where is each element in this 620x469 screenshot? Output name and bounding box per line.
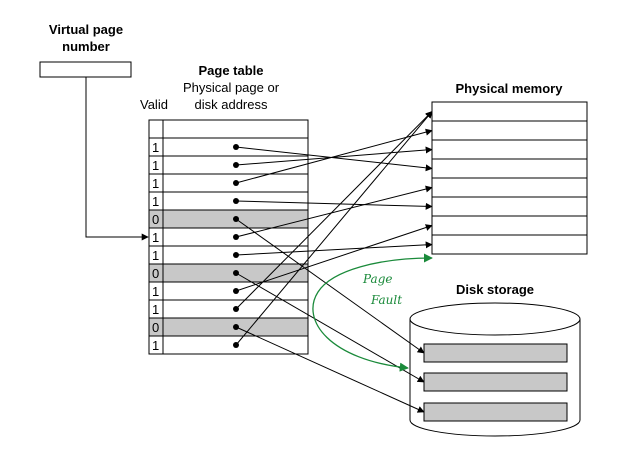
page-table-row: 0	[148, 317, 309, 337]
memory-frame	[431, 120, 588, 141]
page-table-row: 1	[148, 227, 309, 247]
disk-slot	[423, 343, 568, 363]
disk-storage-label: Disk storage	[456, 282, 534, 297]
memory-frame	[431, 196, 588, 217]
page-table-cell	[148, 281, 309, 301]
page-table-cell	[148, 263, 309, 283]
arrow-to-physical-memory	[235, 111, 433, 310]
arrow-to-physical-memory	[235, 185, 433, 238]
page-table-row: 1	[148, 191, 309, 211]
valid-bit: 0	[152, 320, 159, 335]
page-table-row: 1	[148, 173, 309, 193]
page-table-cell	[148, 299, 309, 319]
page-fault-annotation: Page Fault	[312, 253, 433, 372]
page-table-cell	[148, 191, 309, 211]
page-fault-note-line1: Page	[362, 272, 392, 286]
virtual-page-index-arrow	[85, 77, 149, 241]
mapping-arrows	[235, 110, 433, 413]
virtual-page-number-box	[39, 61, 132, 78]
memory-frame	[431, 139, 588, 160]
arrow-to-physical-memory	[235, 200, 433, 210]
memory-frame	[431, 215, 588, 236]
memory-frame	[431, 101, 588, 122]
page-table-title: Page table	[198, 63, 263, 78]
disk-storage	[409, 302, 581, 437]
virtual-page-label-line2: number	[62, 39, 110, 54]
arrow-to-physical-memory	[235, 128, 433, 184]
arrow-to-physical-memory	[235, 241, 433, 256]
page-fault-arrow	[312, 253, 433, 372]
valid-bit: 1	[152, 158, 159, 173]
arrow-to-disk	[235, 272, 425, 383]
valid-bit: 1	[152, 284, 159, 299]
valid-bit: 1	[152, 194, 159, 209]
memory-frame	[431, 177, 588, 198]
valid-bit: 1	[152, 176, 159, 191]
page-table-subtitle-line1: Physical page or	[183, 80, 280, 95]
valid-bit: 0	[152, 266, 159, 281]
page-table-cell	[148, 173, 309, 193]
disk-slot	[423, 402, 568, 422]
disk-slot	[423, 372, 568, 392]
arrow-to-physical-memory	[235, 224, 433, 292]
physical-memory-label: Physical memory	[456, 81, 564, 96]
valid-bit: 1	[152, 248, 159, 263]
page-table-row: 1	[148, 335, 309, 355]
page-table-cell	[148, 227, 309, 247]
page-table: 1 1 1 1 0 1 1 0 1 1 0 1	[148, 119, 309, 355]
arrow-to-disk	[235, 326, 425, 413]
memory-frame	[431, 158, 588, 179]
page-table-row: 1	[148, 137, 309, 157]
page-table-cell	[148, 245, 309, 265]
page-table-cell	[148, 137, 309, 157]
page-table-row: 0	[148, 263, 309, 283]
page-fault-note-line2: Fault	[370, 293, 402, 307]
disk-cylinder-top	[409, 302, 581, 336]
page-table-row: 1	[148, 155, 309, 175]
page-table-row: 1	[148, 299, 309, 319]
valid-bit: 0	[152, 212, 159, 227]
page-table-cell	[148, 335, 309, 355]
arrow-to-disk	[235, 218, 425, 354]
page-table-row: 1	[148, 245, 309, 265]
memory-frame	[431, 234, 588, 255]
page-table-subtitle-line2: disk address	[195, 97, 268, 112]
page-table-row: 1	[148, 281, 309, 301]
valid-bit: 1	[152, 338, 159, 353]
valid-column-label: Valid	[140, 97, 168, 112]
valid-bit: 1	[152, 140, 159, 155]
page-table-cell	[148, 155, 309, 175]
virtual-page-label-line1: Virtual page	[49, 22, 123, 37]
physical-memory	[431, 101, 588, 255]
page-table-cell	[148, 317, 309, 337]
valid-bit: 1	[152, 302, 159, 317]
arrow-to-physical-memory	[235, 110, 433, 346]
valid-bit: 1	[152, 230, 159, 245]
